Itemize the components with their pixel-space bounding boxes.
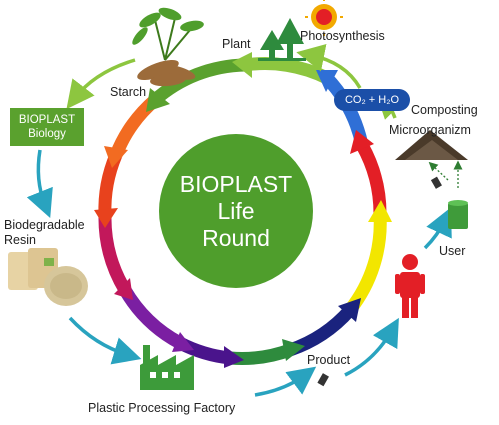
co2-h2o-badge: CO₂ + H₂O [334, 89, 410, 111]
label-product: Product [307, 353, 351, 367]
trees-icon [258, 18, 306, 61]
center-title-line3: Round [202, 225, 270, 251]
arrow-resin-to-factory [68, 316, 142, 365]
arrowhead [94, 208, 118, 228]
ring-seg-red2 [356, 141, 387, 216]
center-title: BIOPLAST Life Round [164, 171, 308, 252]
arrow-bin-diag [428, 161, 449, 181]
arrowhead [282, 339, 305, 361]
ring-seg-lightgreen [244, 57, 330, 84]
ring-seg-yellow [344, 214, 387, 315]
arrow-plant-to-starch [66, 58, 136, 110]
arrowhead [224, 346, 244, 368]
ring-seg-magenta [98, 214, 131, 294]
label-user: User [439, 244, 466, 258]
arrow-user-to-bin [423, 207, 452, 250]
label-starch: Starch [110, 85, 147, 99]
label-composting: Composting [411, 103, 478, 117]
arrowhead [316, 70, 338, 92]
label-biodegradable: Biodegradable [4, 218, 85, 232]
sun-icon [305, 0, 343, 36]
arrow-factory-to-product [254, 366, 317, 397]
ring-seg-green [150, 58, 246, 105]
compost-pile-icon [395, 130, 468, 160]
arrowhead [104, 146, 128, 168]
trash-bin-icon [448, 200, 468, 229]
ring-seg-navy [287, 305, 355, 357]
outer-arrows [26, 44, 452, 397]
arrowhead [368, 200, 392, 222]
resin-bags-icon [8, 248, 88, 306]
ring-seg-purple [119, 286, 184, 349]
arrowhead [350, 130, 374, 154]
center-circle [159, 134, 313, 288]
product-item-icon [430, 176, 442, 189]
label-factory: Plastic Processing Factory [88, 401, 236, 415]
product-item-icon [317, 373, 329, 387]
factory-icon [140, 345, 194, 390]
center-title-line1: BIOPLAST [179, 171, 293, 197]
label-resin: Resin [4, 233, 36, 247]
arrowhead [114, 278, 133, 300]
label-microorganism: Microorganizm [389, 123, 471, 137]
arrow-bioplast-to-resin [26, 149, 53, 219]
arrowhead [338, 298, 361, 322]
arrowhead [172, 332, 194, 352]
ring-arrowheads [94, 52, 392, 368]
center-title-line2: Life [217, 198, 255, 224]
bioplast-box-line1: BIOPLAST [18, 114, 76, 126]
arrow-product-to-user [344, 317, 399, 377]
arrowhead [232, 52, 252, 78]
label-photosynthesis: Photosynthesis [300, 29, 385, 43]
arrow-photosynthesis-to-plant [296, 44, 362, 89]
label-plant: Plant [222, 37, 251, 51]
arrowhead [146, 88, 170, 112]
bioplast-biology-box: BIOPLAST Biology [10, 108, 84, 146]
cassava-plant-icon [132, 7, 204, 87]
bioplast-box-line2: Biology [28, 128, 66, 140]
person-icon [395, 254, 425, 318]
